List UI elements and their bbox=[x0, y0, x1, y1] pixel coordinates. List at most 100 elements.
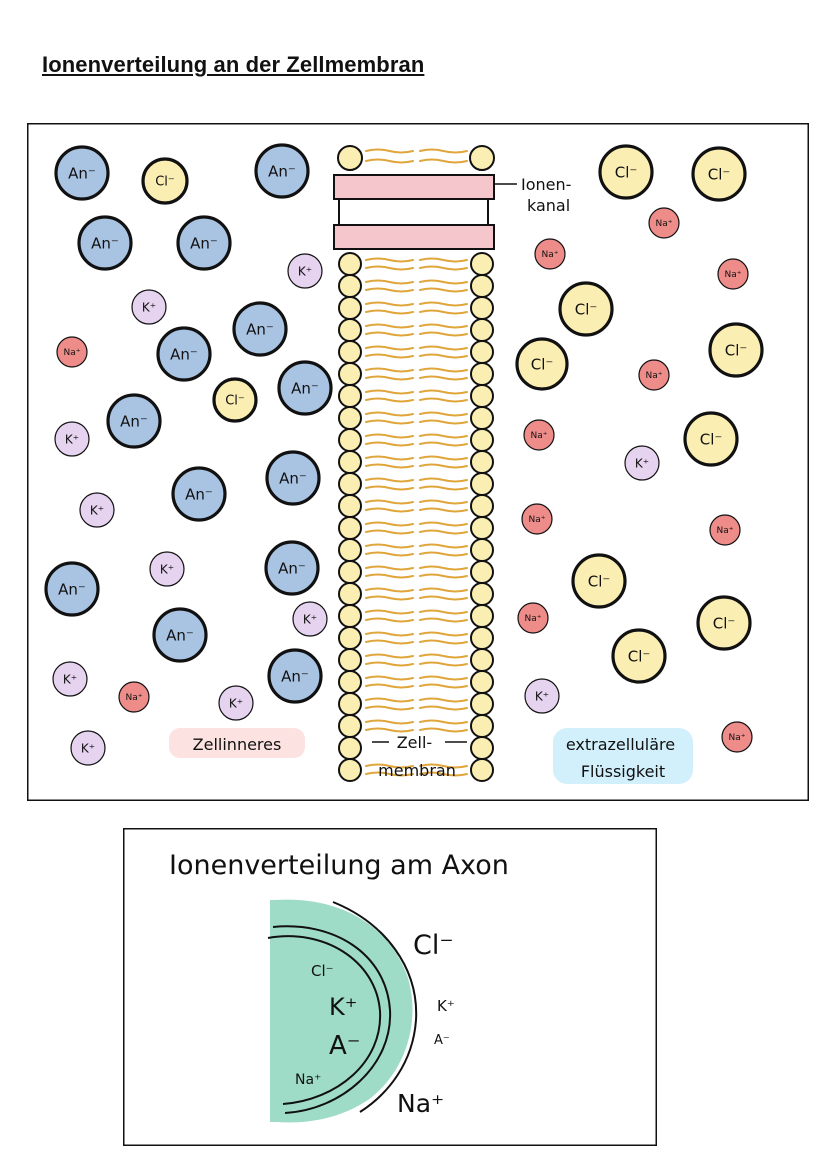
axon-inside-a: A⁻ bbox=[329, 1031, 361, 1061]
axon-inside-na: Na⁺ bbox=[295, 1072, 321, 1088]
lipid-tail bbox=[419, 705, 468, 711]
lipid-tail bbox=[365, 353, 414, 359]
potassium-ion-circle bbox=[149, 551, 185, 587]
lipid-tail bbox=[419, 609, 468, 615]
lipid-head bbox=[338, 318, 362, 342]
lipid-tail bbox=[419, 463, 468, 469]
sodium-ion: Na⁺ bbox=[118, 681, 150, 713]
lipid-tail bbox=[365, 573, 414, 579]
anion-ion-circle bbox=[176, 215, 232, 271]
lipid-head bbox=[470, 648, 494, 672]
anion-ion-circle bbox=[264, 540, 320, 596]
anion-ion-circle bbox=[152, 607, 208, 663]
potassium-ion-label: K⁺ bbox=[160, 562, 174, 576]
anion-ion: An⁻ bbox=[254, 143, 310, 199]
lipid-tail bbox=[365, 148, 414, 154]
chloride-ion: Cl⁻ bbox=[598, 144, 654, 200]
sodium-ion-label: Na⁺ bbox=[542, 250, 559, 260]
potassium-ion: K⁺ bbox=[79, 492, 115, 528]
sodium-ion-label: Na⁺ bbox=[717, 526, 734, 536]
anion-ion-circle bbox=[44, 561, 100, 617]
extracellular-label-line2: Flüssigkeit bbox=[581, 762, 665, 781]
lipid-tail bbox=[365, 345, 414, 351]
lipid-tail bbox=[365, 639, 414, 645]
anion-ion: An⁻ bbox=[106, 393, 162, 449]
membrane-label-line2: membran bbox=[378, 761, 456, 780]
anion-ion: An⁻ bbox=[176, 215, 232, 271]
lipid-head bbox=[470, 494, 494, 518]
lipid-tail bbox=[419, 763, 468, 769]
potassium-ion-label: K⁺ bbox=[303, 612, 317, 626]
lipid-tail bbox=[365, 705, 414, 711]
lipid-head bbox=[338, 494, 362, 518]
intracellular-label-text: Zellinneres bbox=[193, 735, 282, 754]
anion-ion: An⁻ bbox=[264, 540, 320, 596]
anion-ion-circle bbox=[106, 393, 162, 449]
potassium-ion: K⁺ bbox=[524, 678, 560, 714]
potassium-ion: K⁺ bbox=[624, 445, 660, 481]
lipid-tail bbox=[419, 309, 468, 315]
potassium-ion: K⁺ bbox=[52, 661, 88, 697]
lipid-head bbox=[470, 516, 494, 540]
axon-diagram: Ionenverteilung am Axon Cl⁻ K⁺ A⁻ Na⁺ Cl… bbox=[123, 828, 657, 1146]
anion-ion: An⁻ bbox=[54, 145, 110, 201]
lipid-tail bbox=[419, 565, 468, 571]
lipid-tail bbox=[365, 551, 414, 557]
chloride-ion-circle bbox=[611, 628, 667, 684]
potassium-ion-circle bbox=[624, 445, 660, 481]
axon-outside-na: Na⁺ bbox=[397, 1089, 444, 1118]
lipid-tail bbox=[365, 367, 414, 373]
anion-ion: An⁻ bbox=[44, 561, 100, 617]
potassium-ion-circle bbox=[292, 601, 328, 637]
lipid-head bbox=[470, 714, 494, 738]
sodium-ion-circle bbox=[521, 503, 553, 535]
potassium-ion: K⁺ bbox=[218, 685, 254, 721]
lipid-tail bbox=[365, 617, 414, 623]
lipid-tail bbox=[365, 697, 414, 703]
lipid-tail bbox=[419, 521, 468, 527]
chloride-ion-circle bbox=[683, 411, 739, 467]
anion-ion: An⁻ bbox=[156, 326, 212, 382]
potassium-ion-circle bbox=[54, 421, 90, 457]
anion-ion-label: An⁻ bbox=[281, 667, 309, 685]
lipid-head bbox=[338, 406, 362, 430]
lipid-tail bbox=[419, 617, 468, 623]
potassium-ion: K⁺ bbox=[70, 730, 106, 766]
anion-ion-label: An⁻ bbox=[166, 626, 194, 644]
lipid-tail bbox=[365, 675, 414, 681]
sodium-ion: Na⁺ bbox=[517, 602, 549, 634]
potassium-ion-label: K⁺ bbox=[81, 741, 95, 755]
lipid-tail bbox=[365, 763, 414, 769]
lipid-head bbox=[470, 340, 494, 364]
lipid-tail bbox=[365, 463, 414, 469]
lipid-tail bbox=[365, 683, 414, 689]
potassium-ion-label: K⁺ bbox=[229, 696, 243, 710]
sodium-ion-circle bbox=[56, 336, 88, 368]
lipid-tail bbox=[365, 331, 414, 337]
chloride-ion-label: Cl⁻ bbox=[615, 163, 638, 181]
membrane-label-text: Zell- membran bbox=[378, 733, 456, 780]
lipid-head bbox=[470, 296, 494, 320]
chloride-ion-label: Cl⁻ bbox=[225, 394, 245, 409]
ion-channel: Ionen- kanal bbox=[333, 174, 571, 250]
lipid-tail bbox=[365, 389, 414, 395]
lipid-head bbox=[338, 340, 362, 364]
axon-membrane-inner bbox=[272, 925, 392, 1114]
chloride-ion: Cl⁻ bbox=[141, 157, 189, 205]
lipid-head bbox=[469, 145, 495, 171]
lipid-tail bbox=[419, 397, 468, 403]
chloride-ion: Cl⁻ bbox=[558, 281, 614, 337]
chloride-ion-label: Cl⁻ bbox=[713, 614, 736, 632]
sodium-ion-circle bbox=[648, 207, 680, 239]
sodium-ion: Na⁺ bbox=[521, 503, 553, 535]
lipid-tail bbox=[419, 433, 468, 439]
sodium-ion-label: Na⁺ bbox=[531, 431, 548, 441]
lipid-tail bbox=[419, 279, 468, 285]
lipid-tail bbox=[419, 455, 468, 461]
anion-ion: An⁻ bbox=[77, 215, 133, 271]
chloride-ion-circle bbox=[515, 337, 569, 391]
lipid-tail bbox=[419, 543, 468, 549]
lipid-tail bbox=[365, 477, 414, 483]
chloride-ion-label: Cl⁻ bbox=[155, 175, 175, 190]
anion-ion-label: An⁻ bbox=[190, 234, 218, 252]
